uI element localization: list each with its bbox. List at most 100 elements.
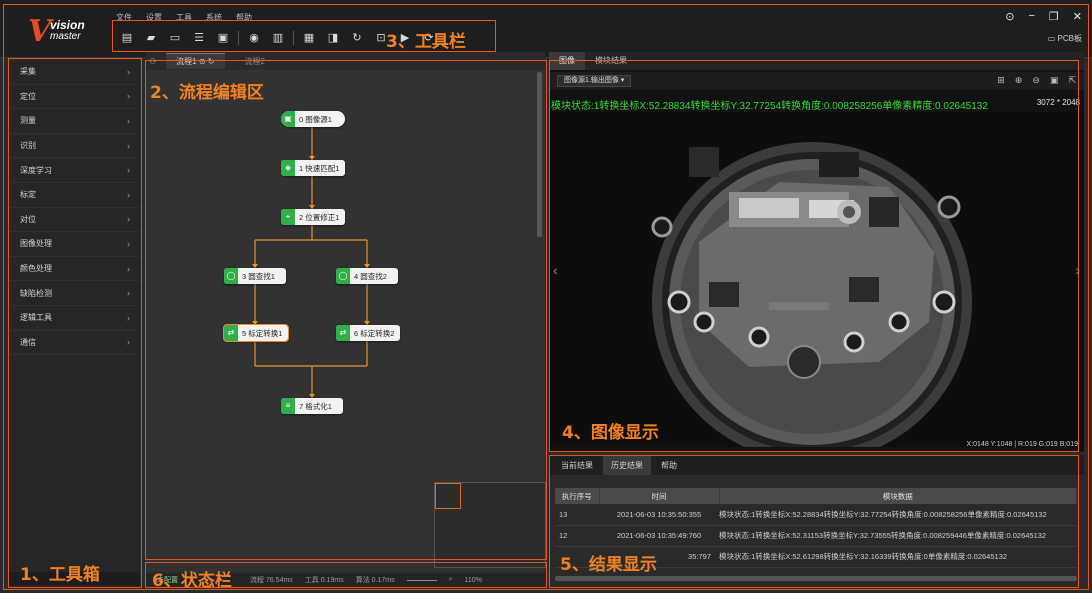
toolbox-category[interactable]: 图像处理› — [8, 232, 140, 257]
annotation-image-display: 4、图像显示 — [562, 423, 659, 443]
prev-image-icon[interactable]: ‹ — [553, 262, 558, 278]
chevron-right-icon: › — [127, 189, 130, 200]
chevron-right-icon: › — [127, 165, 130, 176]
menu-help[interactable]: 帮助 — [236, 13, 252, 22]
close-icon[interactable]: ✕ — [1072, 11, 1082, 23]
zoom-icon: ⌕ — [448, 576, 453, 583]
save-as-icon[interactable]: ▭ — [169, 32, 181, 44]
toolbar-divider — [293, 31, 294, 45]
menu-system[interactable]: 系统 — [206, 13, 222, 22]
annotation-status-bar: 6、状态栏 — [152, 571, 232, 591]
toolbox-category[interactable]: 通信› — [8, 331, 140, 356]
export-icon[interactable]: ⇱ — [1068, 75, 1076, 85]
toolbox-category[interactable]: 颜色处理› — [8, 257, 140, 282]
menu-file[interactable]: 文件 — [116, 13, 132, 22]
reset-icon[interactable]: ↻ — [207, 57, 215, 66]
save-icon[interactable]: ▤ — [121, 32, 133, 44]
flow-minimap[interactable] — [434, 482, 546, 568]
device-icon[interactable]: ◨ — [327, 32, 339, 44]
flow-editor[interactable]: ⚇ 流程1 ⊙ ↻ 流程2 ▣0 图像源1 ◈1 — [145, 52, 546, 572]
flow-node-image-source[interactable]: ▣0 图像源1 — [281, 111, 345, 127]
toolbox-category[interactable]: 深度学习› — [8, 158, 140, 183]
run-once-icon[interactable]: ▶ — [400, 32, 410, 44]
toolbox-category[interactable]: 采集› — [8, 60, 140, 85]
chevron-right-icon: › — [127, 288, 130, 299]
toolbox-category[interactable]: 测量› — [8, 109, 140, 134]
toolbox-footer — [8, 572, 140, 586]
minimize-icon[interactable]: − — [1028, 10, 1035, 22]
image-size: 3072 * 2048 — [1036, 98, 1080, 107]
zoom-out-icon[interactable]: ⊖ — [1032, 75, 1040, 85]
chevron-right-icon: › — [127, 337, 130, 348]
flow-scrollbar[interactable] — [537, 72, 542, 237]
tab-history-result[interactable]: 历史结果 — [603, 455, 651, 475]
clock-icon[interactable]: ⊙ — [1005, 11, 1015, 23]
column-header[interactable]: 时间 — [599, 488, 720, 504]
pcb-image[interactable] — [549, 112, 1084, 447]
next-image-icon[interactable]: › — [1075, 262, 1080, 278]
algo-time: 算法 0.17ms — [355, 577, 395, 584]
menu-tools[interactable]: 工具 — [176, 13, 192, 22]
tab-current-result[interactable]: 当前结果 — [561, 461, 593, 470]
code-icon[interactable]: ⊡ — [376, 32, 386, 44]
window-icon[interactable]: ▣ — [217, 32, 229, 44]
flow-node-calib-transform-1[interactable]: ⇄5 标定转换1 — [223, 324, 289, 342]
format-icon: ≡ — [281, 398, 295, 414]
variable-icon[interactable]: ▦ — [303, 32, 315, 44]
film-icon[interactable]: ▥ — [272, 32, 284, 44]
camera-icon[interactable]: ◉ — [249, 32, 259, 44]
menu-bar: 文件 设置 工具 系统 帮助 — [116, 12, 252, 23]
restore-icon[interactable]: ❐ — [1048, 11, 1059, 23]
result-table: 执行序号 时间 模块数据 13 2021-06-03 10:35:50:355 … — [555, 488, 1077, 568]
run-loop-icon[interactable]: ⟳ — [424, 32, 434, 44]
tab-flow-2[interactable]: 流程2 — [244, 56, 265, 66]
table-row[interactable]: 13 2021-06-03 10:35:50:355 模块状态:1转换坐标X:5… — [555, 504, 1077, 526]
toolbar: ▤ ▰ ▭ ☰ ▣ ◉ ▥ ▦ ◨ ↻ ⊡ ▶ ⟳ — [118, 30, 438, 46]
minimap-viewport[interactable] — [435, 483, 461, 509]
transform-icon: ⇄ — [336, 325, 350, 341]
image-tabs: 图像 模块结果 — [549, 52, 1084, 70]
image-source-bar: 图像源1.输出图像 ▾ ⊞ ⊕ ⊖ ▣ ⇱ — [549, 72, 1084, 90]
refresh-icon[interactable]: ↻ — [352, 32, 362, 44]
toolbox-category[interactable]: 识别› — [8, 134, 140, 159]
toolbox-category[interactable]: 定位› — [8, 85, 140, 110]
dropdown-icon[interactable]: ⊙ — [198, 57, 206, 66]
column-header[interactable]: 执行序号 — [555, 488, 600, 504]
image-icon: ▣ — [281, 111, 295, 127]
folder-icon: ▭ — [1047, 34, 1058, 43]
table-row[interactable]: 35:797 模块状态:1转换坐标X:52.61298转换坐标Y:32.1633… — [555, 546, 1077, 568]
flow-node-circle-find-1[interactable]: ◯3 圆查找1 — [224, 268, 286, 284]
annotation-toolbox: 1、工具箱 — [20, 565, 100, 585]
toolbox-category[interactable]: 逻辑工具› — [8, 306, 140, 331]
tab-flow-1[interactable]: 流程1 ⊙ ↻ — [166, 53, 225, 69]
tab-help[interactable]: 帮助 — [661, 461, 677, 470]
open-folder-icon[interactable]: ▰ — [146, 32, 156, 44]
flow-node-circle-find-2[interactable]: ◯4 圆查找2 — [336, 268, 398, 284]
fit-icon[interactable]: ▣ — [1049, 75, 1059, 85]
tab-image[interactable]: 图像 — [549, 52, 585, 70]
annotation-flow-editor: 2、流程编辑区 — [150, 83, 264, 103]
annotation-result-display: 5、结果显示 — [560, 555, 657, 575]
result-hscrollbar[interactable] — [555, 576, 1077, 581]
toolbox-category[interactable]: 对位› — [8, 208, 140, 233]
title-bar: V vision master 文件 设置 工具 系统 帮助 ▤ ▰ ▭ ☰ ▣… — [0, 0, 1092, 58]
crosshair-icon[interactable]: ⊞ — [997, 75, 1005, 85]
zoom-in-icon[interactable]: ⊕ — [1014, 75, 1023, 85]
column-header[interactable]: 模块数据 — [719, 488, 1077, 504]
zoom-slider[interactable] — [406, 579, 437, 581]
table-row[interactable]: 12 2021-06-03 10:35:49:760 模块状态:1转换坐标X:5… — [555, 525, 1077, 547]
flow-tree-icon[interactable]: ⚇ — [149, 56, 157, 66]
app-logo: V vision master — [28, 14, 85, 49]
flow-node-calib-transform-2[interactable]: ⇄6 标定转换2 — [336, 325, 400, 341]
stack-icon[interactable]: ☰ — [194, 32, 204, 44]
flow-node-format[interactable]: ≡7 格式化1 — [281, 398, 343, 414]
solution-name[interactable]: ▭ PCB板 — [1047, 34, 1082, 43]
image-source-select[interactable]: 图像源1.输出图像 ▾ — [557, 75, 632, 87]
flow-node-fast-match[interactable]: ◈1 快速匹配1 — [281, 160, 345, 176]
tab-module-result[interactable]: 模块结果 — [595, 56, 627, 65]
toolbox-category[interactable]: 缺陷检测› — [8, 281, 140, 306]
image-display: 图像 模块结果 图像源1.输出图像 ▾ ⊞ ⊕ ⊖ ▣ ⇱ 模块状态:1转换坐标… — [549, 52, 1084, 452]
toolbox-category[interactable]: 标定› — [8, 183, 140, 208]
menu-settings[interactable]: 设置 — [146, 13, 162, 22]
flow-node-position-fix[interactable]: ⌖2 位置修正1 — [281, 209, 345, 225]
